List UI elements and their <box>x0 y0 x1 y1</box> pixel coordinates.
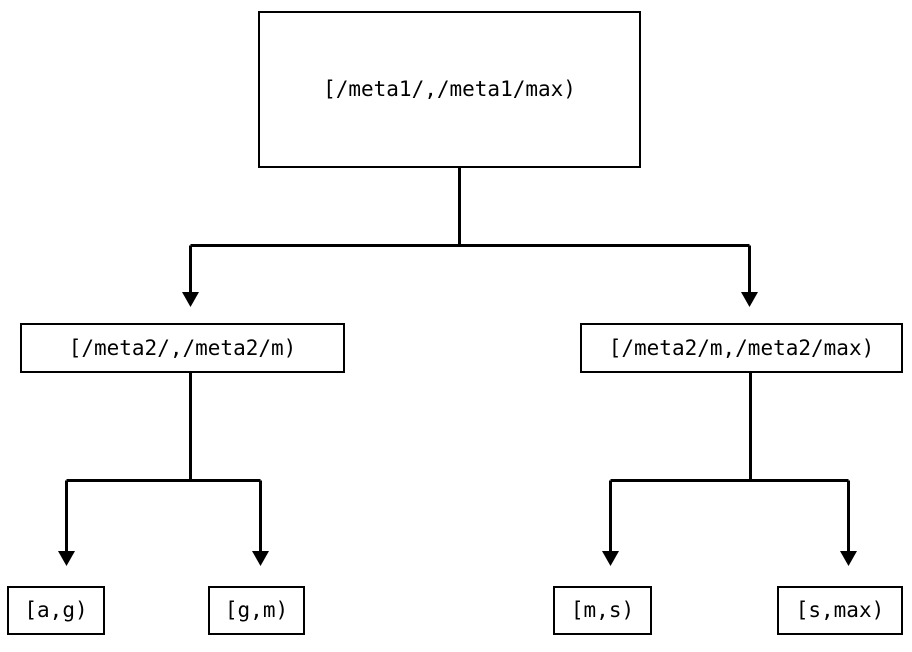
tree-node-meta2-high[interactable]: [/meta2/m,/meta2/max) <box>580 323 903 373</box>
tree-node-leaf-ag-label: [a,g) <box>24 598 88 622</box>
tree-node-leaf-gm[interactable]: [g,m) <box>208 586 305 635</box>
tree-node-meta2-low[interactable]: [/meta2/,/meta2/m) <box>20 323 345 373</box>
tree-node-leaf-ag[interactable]: [a,g) <box>7 586 105 635</box>
tree-node-root-label: [/meta1/,/meta1/max) <box>323 77 576 101</box>
arrowhead-down-icon <box>58 551 75 566</box>
tree-node-meta2-low-label: [/meta2/,/meta2/m) <box>68 335 297 360</box>
tree-node-leaf-ms-label: [m,s) <box>570 598 635 622</box>
tree-node-leaf-smax[interactable]: [s,max) <box>777 586 903 635</box>
tree-node-leaf-gm-label: [g,m) <box>224 598 289 622</box>
tree-node-root[interactable]: [/meta1/,/meta1/max) <box>258 11 641 168</box>
tree-node-leaf-ms[interactable]: [m,s) <box>553 586 652 635</box>
edge-meta2-high-to-leaf-ms <box>602 373 752 566</box>
arrowhead-down-icon <box>252 551 269 566</box>
arrowhead-down-icon <box>182 292 199 307</box>
edge-meta2-low-to-leaf-gm <box>190 479 269 566</box>
tree-node-leaf-smax-label: [s,max) <box>795 598 885 622</box>
edge-meta2-low-to-leaf-ag <box>58 373 192 566</box>
edge-meta2-high-to-leaf-smax <box>750 479 857 566</box>
tree-node-meta2-high-label: [/meta2/m,/meta2/max) <box>608 335 875 360</box>
edge-root-to-meta2-low <box>182 168 461 307</box>
arrowhead-down-icon <box>741 292 758 307</box>
edge-root-to-meta2-high <box>459 244 758 307</box>
arrowhead-down-icon <box>840 551 857 566</box>
arrowhead-down-icon <box>602 551 619 566</box>
